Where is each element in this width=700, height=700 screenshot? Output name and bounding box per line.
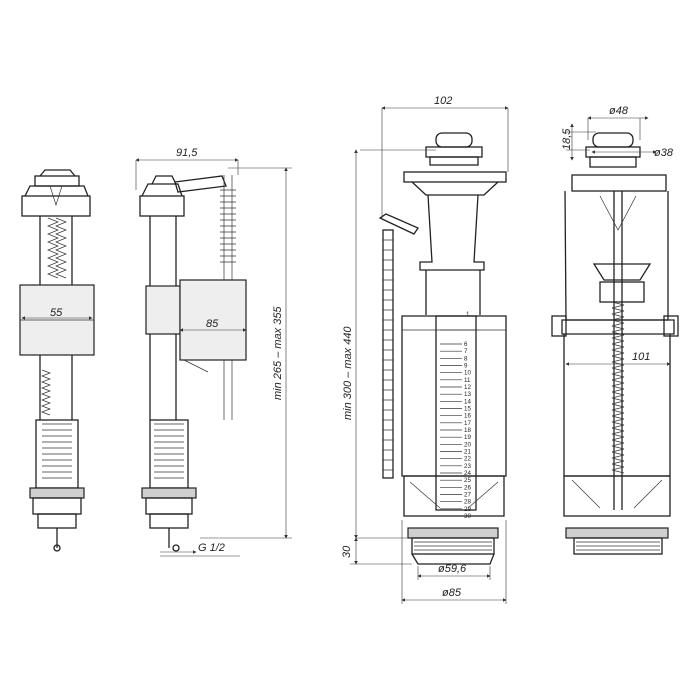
scale-number: 6 — [464, 341, 468, 348]
flush-valve-front-view: 1 67891011121314151617181920212223242526… — [378, 132, 507, 565]
dim-85-flush-valve: ø85 — [442, 587, 462, 599]
dim-height-range-flush-valve: min 300 – max 440 — [342, 326, 354, 420]
dim-55: 55 — [50, 307, 63, 319]
push-button — [435, 132, 473, 148]
scale-number: 16 — [464, 413, 471, 420]
fill-valve-side-view — [139, 175, 247, 552]
dim-38: ø38 — [654, 147, 674, 159]
fill-valve-front-view — [19, 169, 95, 552]
scale-number: 15 — [464, 406, 471, 413]
valve-cap-top — [34, 175, 80, 187]
scale-ticks — [440, 343, 462, 517]
scale-number: 14 — [464, 398, 471, 405]
scale-number: 17 — [464, 420, 471, 427]
scale-number: 8 — [464, 355, 468, 362]
scale-number: 23 — [464, 463, 471, 470]
scale-number: 7 — [464, 348, 468, 355]
float-side — [179, 279, 247, 361]
dimension-lines — [21, 106, 671, 604]
valve-head — [21, 195, 91, 217]
dim-85-fill-valve: 85 — [206, 318, 219, 330]
internal-spring — [611, 301, 625, 474]
flush-valve-section-view — [551, 132, 679, 555]
scale-number: 28 — [464, 499, 471, 506]
thread-section — [411, 537, 495, 555]
scale-number: 19 — [464, 434, 471, 441]
dim-59-6: ø59,6 — [438, 563, 467, 575]
valve-arm — [174, 175, 227, 193]
dim-18-5: 18,5 — [561, 128, 573, 150]
dim-91-5: 91,5 — [176, 147, 198, 159]
scale-number: 24 — [464, 470, 471, 477]
float-cup — [592, 263, 652, 281]
scale-number: 18 — [464, 427, 471, 434]
scale-number: 20 — [464, 441, 471, 448]
scale-number: 10 — [464, 370, 471, 377]
scale-number: 27 — [464, 492, 471, 499]
scale-numbers: 6789101112131415161718192021222324252627… — [464, 341, 471, 520]
scale-number: 13 — [464, 391, 471, 398]
dim-thread-g12: G 1/2 — [198, 542, 225, 554]
dim-48: ø48 — [609, 105, 629, 117]
scale-number: 25 — [464, 477, 471, 484]
height-rack — [382, 229, 394, 479]
scale-number: 22 — [464, 456, 471, 463]
scale-number: 26 — [464, 484, 471, 491]
scale-number: 21 — [464, 449, 471, 456]
dim-30: 30 — [341, 545, 353, 558]
scale-number: 12 — [464, 384, 471, 391]
dim-height-range-fill-valve: min 265 – max 355 — [272, 306, 284, 400]
scale-number: 29 — [464, 506, 471, 513]
dim-102: 102 — [434, 95, 452, 107]
scale-number: 11 — [464, 377, 471, 384]
scale-number: 9 — [464, 363, 468, 370]
height-scale — [435, 315, 477, 511]
dim-101: 101 — [632, 351, 650, 363]
scale-top-mark: 1 — [466, 311, 470, 318]
